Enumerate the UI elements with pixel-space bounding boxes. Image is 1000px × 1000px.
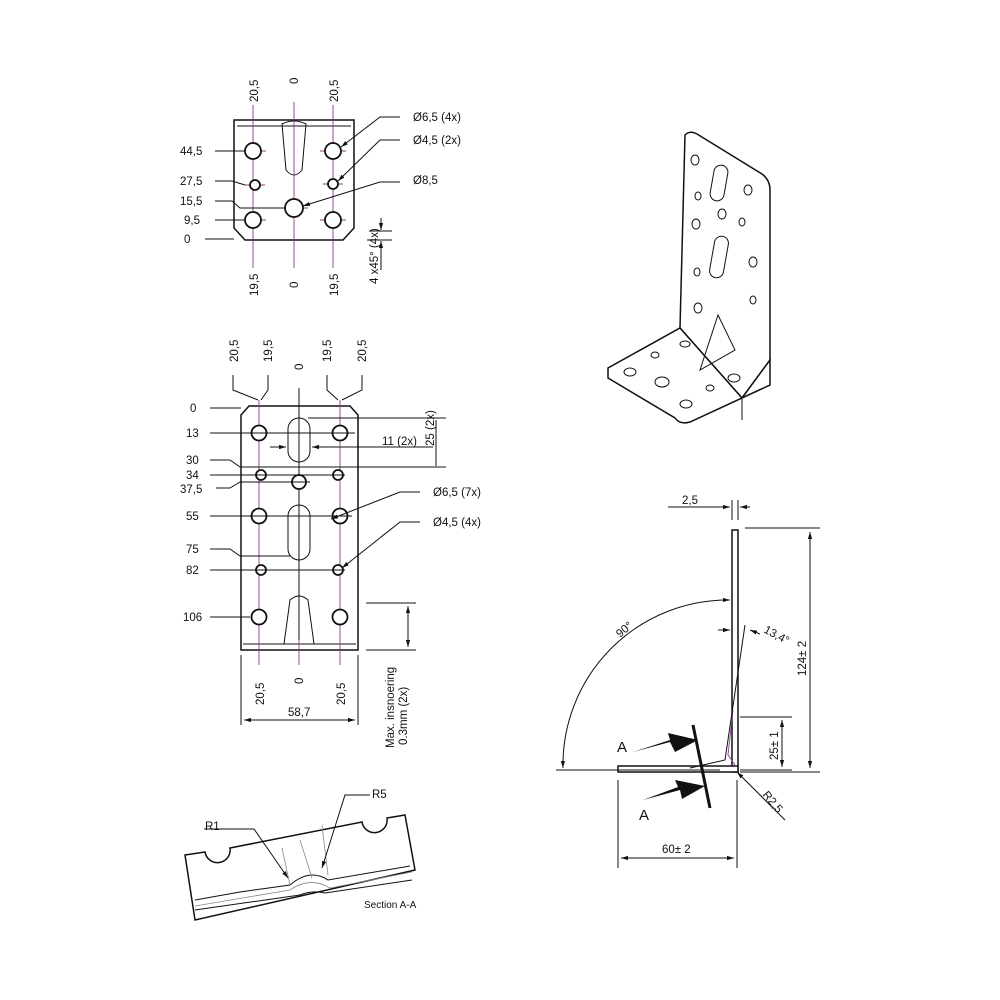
rib-outline — [283, 595, 315, 645]
hole-callout: Ø4,5 (2x) — [413, 135, 461, 147]
section-outline — [184, 814, 416, 921]
dim-label: 82 — [186, 565, 199, 577]
radius-dimension: R2,5 — [760, 789, 785, 815]
dim-label: 13 — [186, 428, 199, 440]
dim-label: 37,5 — [180, 484, 202, 496]
dim-label: 0 — [190, 403, 196, 415]
dim-label: 0 — [289, 282, 301, 288]
isometric-view — [607, 131, 771, 424]
angle-dimension: 90° — [614, 620, 635, 640]
dim-label: 20,5 — [229, 340, 241, 362]
vertical-leg — [731, 529, 739, 773]
hole — [324, 211, 342, 229]
front-view: 20,5 19,5 0 19,5 20,5 0 13 30 34 37,5 55… — [180, 340, 481, 748]
top-view: 20,5 0 20,5 44,5 27,5 15,5 9,5 0 19,5 0 … — [180, 78, 461, 296]
radius-label: R1 — [205, 821, 220, 833]
hole-callout: Ø6,5 (4x) — [413, 112, 461, 124]
section-view: R1 R5 Section A-A — [184, 789, 417, 921]
hole-callout: Ø4,5 (4x) — [433, 517, 481, 529]
section-title: Section A-A — [364, 900, 417, 911]
horizontal-leg — [617, 765, 739, 773]
dim-label: 19,5 — [263, 340, 275, 362]
dim-label: 19,5 — [249, 274, 261, 296]
bracket-horizontal-face — [607, 327, 771, 424]
rib-height-dimension: 25± 1 — [769, 731, 781, 760]
dim-label: 0 — [289, 78, 301, 84]
slot-width-dimension: 11 (2x) — [382, 436, 417, 448]
length-dimension: 60± 2 — [662, 844, 691, 856]
rib-angle-dimension: 13,4° — [762, 624, 791, 647]
chamfer-label: 4 x45° (4x) — [369, 228, 381, 284]
dim-label: 55 — [186, 511, 199, 523]
hole — [249, 179, 261, 191]
dim-label: 106 — [183, 612, 202, 624]
max-note: Max. insnoering — [385, 667, 397, 748]
rib-outline — [281, 120, 307, 176]
dim-label: 15,5 — [180, 196, 202, 208]
dim-label: 9,5 — [184, 215, 200, 227]
section-marker: A — [639, 807, 649, 824]
dim-label: 27,5 — [180, 176, 202, 188]
hole-callout: Ø8,5 — [413, 175, 438, 187]
dim-label: 20,5 — [357, 340, 369, 362]
dim-label: 19,5 — [329, 274, 341, 296]
dim-label: 19,5 — [322, 340, 334, 362]
dim-label: 20,5 — [336, 683, 348, 705]
dim-label: 34 — [186, 470, 199, 482]
slot-length-dimension: 25 (2x) — [425, 410, 437, 446]
hole — [284, 198, 304, 218]
dim-label: 0 — [294, 678, 306, 684]
iso-holes — [623, 154, 758, 409]
hole — [250, 608, 268, 626]
dim-label: 20,5 — [329, 80, 341, 102]
dim-label: 30 — [186, 455, 199, 467]
dim-label: 75 — [186, 544, 199, 556]
hole — [244, 142, 262, 160]
dim-label: 20,5 — [255, 683, 267, 705]
hole — [327, 178, 339, 190]
width-dimension: 58,7 — [288, 707, 310, 719]
thickness-dimension: 2,5 — [682, 495, 698, 507]
max-note: 0.3mm (2x) — [398, 687, 410, 745]
hole — [244, 211, 262, 229]
radius-label: R5 — [372, 789, 387, 801]
dim-label: 44,5 — [180, 146, 202, 158]
side-view: A A 2,5 90° 13,4° 124± 2 25± 1 R2,5 60± … — [556, 495, 820, 868]
hole — [324, 142, 342, 160]
section-marker: A — [617, 739, 627, 756]
dim-label: 0 — [184, 234, 190, 246]
hole-callout: Ø6,5 (7x) — [433, 487, 481, 499]
dim-label: 0 — [294, 364, 306, 370]
hole — [331, 608, 349, 626]
dim-label: 20,5 — [249, 80, 261, 102]
height-dimension: 124± 2 — [797, 641, 809, 676]
